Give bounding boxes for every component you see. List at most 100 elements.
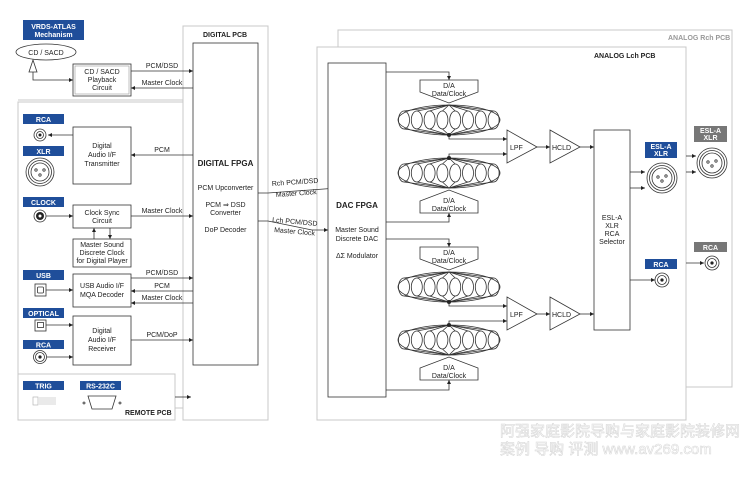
rch-rca-text: RCA	[703, 245, 718, 252]
dac-fpga-box	[327, 62, 387, 398]
data-clock-label: Data/Clock	[432, 373, 467, 380]
receiver-box	[72, 315, 132, 366]
da-data-clock-block	[419, 356, 479, 381]
data-clock-label: Data/Clock	[432, 91, 467, 98]
da-data-clock-block	[419, 189, 479, 214]
disc-label: CD / SACD	[28, 50, 63, 57]
playback-l3: Circuit	[92, 85, 112, 92]
transmitter-l1: Digital	[92, 143, 112, 150]
lpf-lower-label: LPF	[510, 312, 523, 319]
usb-port-icon	[34, 283, 47, 297]
da-label: D/A	[443, 198, 455, 205]
link-rch-clock: Master Clock	[276, 189, 318, 199]
clock-connector-icon	[33, 209, 47, 223]
playback-l2: Playback	[88, 77, 117, 84]
usb-text: USB	[36, 273, 51, 280]
lch-rca-connector-icon	[654, 272, 670, 288]
discrete-resistor-array	[397, 104, 501, 137]
sig-usb-master-clock: Master Clock	[142, 295, 183, 302]
clock-label	[23, 197, 64, 207]
usb-box	[72, 273, 132, 308]
lch-xlr-l2: XLR	[654, 151, 668, 158]
fpga-func-3: DoP Decoder	[205, 227, 248, 234]
optical-port-icon	[34, 319, 47, 332]
remote-pcb-title: REMOTE PCB	[125, 410, 172, 417]
da-data-clock-block	[419, 246, 479, 271]
mechanism-label	[23, 20, 84, 40]
sig-master-clock: Master Clock	[142, 80, 183, 87]
clock-sync-l1: Clock Sync	[84, 210, 120, 217]
lch-rca-label	[645, 259, 677, 269]
transmitter-l3: Transmitter	[84, 161, 120, 168]
mechanism-label-line2: Mechanism	[34, 32, 72, 39]
selector-l2: XLR	[605, 223, 619, 230]
lpf-upper: LPF	[506, 129, 538, 164]
clock-sync-l2: Circuit	[92, 218, 112, 225]
discrete-clock-l3: for Digital Player	[76, 258, 128, 265]
hcld-lower: HCLD	[549, 296, 581, 331]
pickup-icon	[28, 58, 38, 73]
dac-l2: Discrete DAC	[336, 236, 378, 243]
optical-label	[23, 308, 64, 318]
sig-master-clock-2: Master Clock	[142, 208, 183, 215]
fpga-func-2b: Converter	[210, 210, 241, 217]
clock-text: CLOCK	[31, 200, 56, 207]
rch-xlr-l2: XLR	[704, 135, 718, 142]
hcld-upper: HCLD	[549, 129, 581, 164]
sig-pcm-dop: PCM/DoP	[146, 332, 177, 339]
rca-out-label	[23, 114, 64, 124]
hcld-upper-label: HCLD	[552, 145, 571, 152]
mechanism-label-line1: VRDS-ATLAS	[31, 24, 76, 31]
receiver-l3: Receiver	[88, 346, 116, 353]
data-clock-label: Data/Clock	[432, 206, 467, 213]
xlr-out-text: XLR	[37, 149, 51, 156]
hcld-lower-label: HCLD	[552, 312, 571, 319]
receiver-l2: Audio I/F	[88, 337, 116, 344]
selector-l4: Selector	[599, 239, 625, 246]
da-label: D/A	[443, 250, 455, 257]
rs232c-label	[80, 381, 121, 390]
trig-label	[23, 381, 64, 390]
rca-in-connector-icon	[33, 350, 47, 364]
dac-l3: ΔΣ Modulator	[336, 253, 379, 260]
rca-in-label	[23, 340, 64, 349]
dac-fpga-title: DAC FPGA	[336, 201, 378, 210]
clock-sync-box	[72, 204, 132, 229]
analog-rch-title: ANALOG Rch PCB	[668, 35, 730, 42]
rs232c-text: RS-232C	[86, 384, 115, 391]
link-lch-clock: Master Clock	[274, 227, 316, 238]
analog-lch-title: ANALOG Lch PCB	[594, 53, 655, 60]
discrete-resistor-array	[397, 323, 501, 356]
lch-xlr-connector-icon	[646, 162, 678, 194]
dac-l1: Master Sound	[335, 227, 379, 234]
usb-box-l1: USB Audio I/F	[80, 283, 124, 290]
selector-l3: RCA	[605, 231, 620, 238]
lpf-upper-label: LPF	[510, 145, 523, 152]
rch-xlr-label	[694, 126, 727, 142]
rs232c-port-icon	[82, 395, 122, 410]
discrete-clock-l2: Discrete Clock	[79, 250, 125, 257]
receiver-l1: Digital	[92, 328, 112, 335]
fpga-func-2a: PCM ⇒ DSD	[205, 202, 245, 209]
xlr-out-label	[23, 146, 64, 156]
transmitter-l2: Audio I/F	[88, 152, 116, 159]
selector-l1: ESL-A	[602, 215, 623, 222]
rca-in-text: RCA	[36, 343, 51, 350]
link-rch-pcm: Rch PCM/DSD	[272, 178, 319, 188]
lch-rca-text: RCA	[653, 262, 668, 269]
rch-xlr-connector-icon	[696, 147, 728, 179]
digital-fpga-title: DIGITAL FPGA	[198, 159, 254, 168]
da-data-clock-block	[419, 79, 479, 104]
data-clock-label: Data/Clock	[432, 258, 467, 265]
watermark-line1: 阿强家庭影院导购与家庭影院装修网	[500, 422, 740, 440]
sig-usb-pcm-dsd: PCM/DSD	[146, 270, 178, 277]
discrete-resistor-array	[397, 271, 501, 304]
discrete-clock-box	[72, 238, 132, 268]
playback-circuit-box	[72, 63, 132, 97]
watermark-line2: 案例 导购 评测 www.av269.com	[500, 440, 712, 458]
fpga-func-1: PCM Upconverter	[198, 185, 254, 192]
usb-label	[23, 270, 64, 280]
da-label: D/A	[443, 365, 455, 372]
